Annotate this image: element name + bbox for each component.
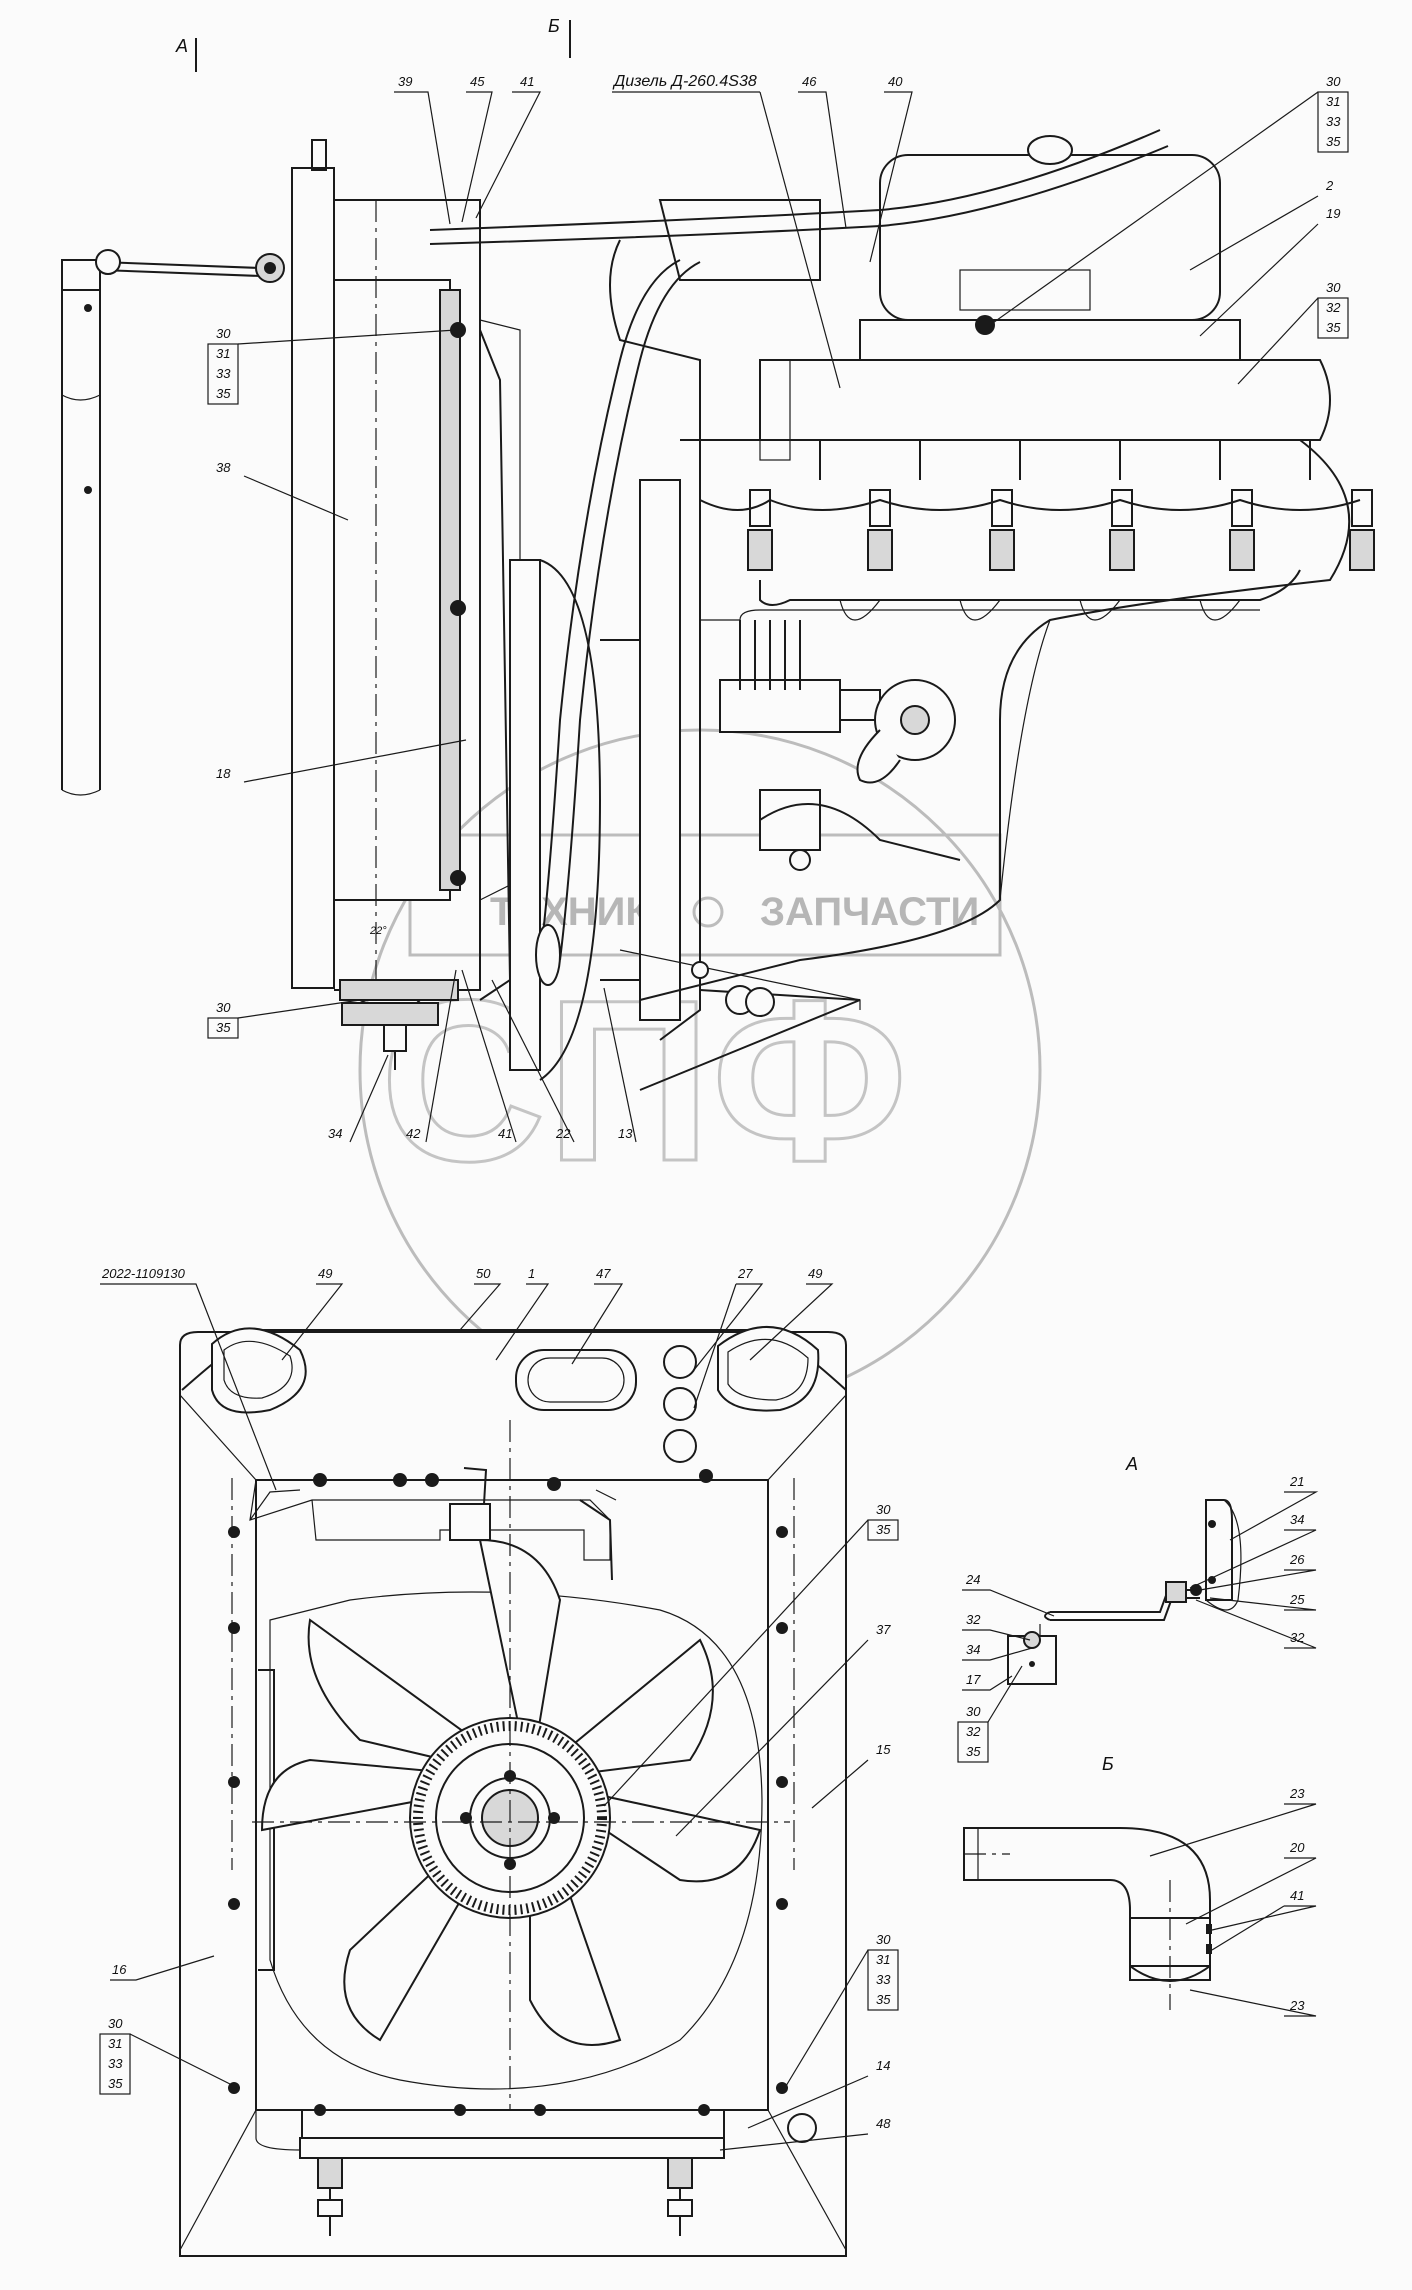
detail-b: Б 23 20 41 23 [963, 1754, 1317, 2017]
detail-a: А 21 34 26 25 32 24 32 34 17 30 32 35 [957, 1454, 1319, 1763]
callout-31-f: 31 [876, 1952, 890, 1967]
callout-35-h: 35 [966, 1744, 981, 1759]
callout-34-c: 34 [966, 1642, 980, 1657]
callout-24: 24 [965, 1572, 980, 1587]
view-a-marker: А [175, 36, 188, 56]
callout-41-c: 41 [1290, 1888, 1304, 1903]
callout-30-g: 30 [108, 2016, 123, 2031]
engine-model-label: Дизель Д-260.4S38 [612, 73, 757, 90]
callout-35-c: 35 [216, 386, 231, 401]
callout-27: 27 [737, 1266, 753, 1281]
bracket-rod [61, 249, 285, 796]
callout-22: 22 [555, 1126, 571, 1141]
callout-35-e: 35 [876, 1522, 891, 1537]
callout-1: 1 [528, 1266, 535, 1281]
callout-17: 17 [966, 1672, 981, 1687]
callout-48: 48 [876, 2116, 891, 2131]
hoses [429, 129, 1169, 986]
callout-30-b: 30 [1326, 280, 1341, 295]
callout-50: 50 [476, 1266, 491, 1281]
watermark-right-word: ЗАПЧАСТИ [760, 890, 979, 934]
injectors [699, 489, 1375, 621]
expansion-tank [859, 135, 1243, 393]
angle-mark: 22° [369, 925, 387, 937]
callout-42: 42 [406, 1126, 421, 1141]
callout-18: 18 [216, 766, 231, 781]
front-view-labels: 2022-1109130 49 50 1 47 27 49 30 35 37 1… [99, 1266, 899, 2151]
callout-25: 25 [1289, 1592, 1305, 1607]
callout-21: 21 [1289, 1474, 1304, 1489]
callout-32-b: 32 [1326, 300, 1341, 315]
callout-23-top: 23 [1289, 1786, 1305, 1801]
callout-34-top: 34 [328, 1126, 342, 1141]
callout-47: 47 [596, 1266, 611, 1281]
callout-32-a: 32 [1290, 1630, 1305, 1645]
fuel-pump [700, 609, 1260, 871]
radiator-side [291, 139, 521, 1070]
callout-33-g: 33 [108, 2056, 123, 2071]
callout-31-a: 31 [1326, 94, 1340, 109]
callout-46: 46 [802, 74, 817, 89]
top-view-labels: А Б Дизель Д-260.4S38 39 45 41 46 40 30 … [175, 16, 1349, 1143]
callout-41-b: 41 [498, 1126, 512, 1141]
callout-14: 14 [876, 2058, 890, 2073]
callout-49-left: 49 [318, 1266, 332, 1281]
callout-31-g: 31 [108, 2036, 122, 2051]
callout-33-c: 33 [216, 366, 231, 381]
callout-39: 39 [398, 74, 412, 89]
callout-23-bottom: 23 [1289, 1998, 1305, 2013]
callout-30-f: 30 [876, 1932, 891, 1947]
callout-16: 16 [112, 1962, 127, 1977]
callout-38: 38 [216, 460, 231, 475]
detail-b-title: Б [1102, 1754, 1114, 1774]
callout-49-right: 49 [808, 1266, 822, 1281]
sub-assembly-label: 2022-1109130 [101, 1266, 186, 1281]
detail-a-title: А [1125, 1454, 1138, 1474]
callout-30-h: 30 [966, 1704, 981, 1719]
callout-15: 15 [876, 1742, 891, 1757]
gear-icon [692, 896, 724, 928]
callout-30-c: 30 [216, 326, 231, 341]
callout-35-a: 35 [1326, 134, 1341, 149]
engine-body [609, 199, 1351, 1091]
callout-34-a: 34 [1290, 1512, 1304, 1527]
callout-2: 2 [1325, 178, 1334, 193]
callout-26: 26 [1289, 1552, 1305, 1567]
callout-37: 37 [876, 1622, 891, 1637]
callout-32-c: 32 [966, 1612, 981, 1627]
callout-35-f: 35 [876, 1992, 891, 2007]
callout-35-d: 35 [216, 1020, 231, 1035]
callout-33-f: 33 [876, 1972, 891, 1987]
view-b-marker: Б [548, 16, 560, 36]
callout-19: 19 [1326, 206, 1340, 221]
callout-40: 40 [888, 74, 903, 89]
callout-13: 13 [618, 1126, 633, 1141]
callout-35-g: 35 [108, 2076, 123, 2091]
callout-30-d: 30 [216, 1000, 231, 1015]
callout-31-c: 31 [216, 346, 230, 361]
callout-20: 20 [1289, 1840, 1305, 1855]
callout-35-b: 35 [1326, 320, 1341, 335]
callout-33-a: 33 [1326, 114, 1341, 129]
callout-32-h: 32 [966, 1724, 981, 1739]
fan-shroud-side [479, 329, 681, 1081]
manifold [759, 359, 1331, 480]
front-view [179, 1325, 847, 2257]
callout-30-a: 30 [1326, 74, 1341, 89]
callout-41: 41 [520, 74, 534, 89]
callout-30-e: 30 [876, 1502, 891, 1517]
callout-45: 45 [470, 74, 485, 89]
